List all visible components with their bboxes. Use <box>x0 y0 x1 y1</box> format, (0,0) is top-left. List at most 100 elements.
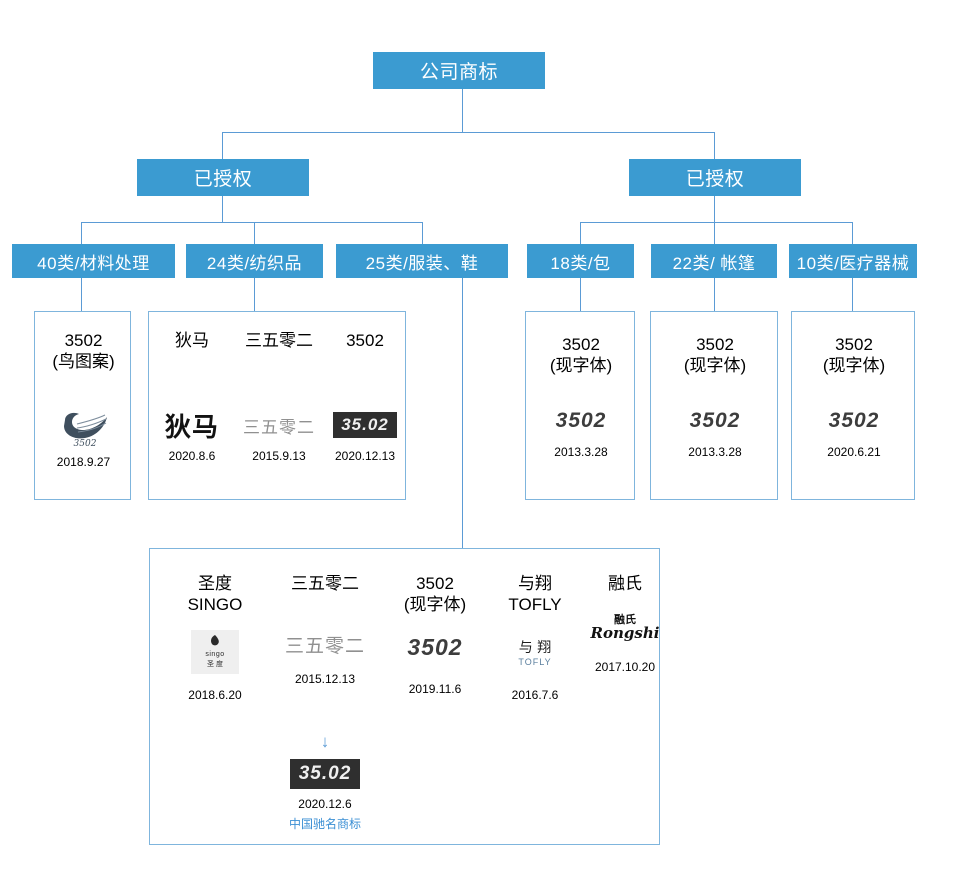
mark-date: 2016.7.6 <box>511 687 559 702</box>
class-box-24[interactable]: 24类/纺织品 <box>186 244 323 278</box>
3502-wordmark-logo: 3502 <box>526 403 636 439</box>
mark-sanwulinger-24[interactable]: 三五零二 三五零二 2015.9.13 <box>235 330 323 463</box>
rongshi-rom-text: Rongshi <box>590 623 660 642</box>
3502-wordmark-logo: 3502 <box>651 403 779 439</box>
mark-title: 与翔 TOFLY <box>508 574 562 615</box>
singo-logo-art: singo 圣 度 <box>191 629 239 674</box>
mark-date: 2020.12.6 <box>298 797 352 811</box>
mark-date: 2013.3.28 <box>554 444 608 459</box>
mark-singo[interactable]: 圣度 SINGO singo 圣 度 2018.6.20 <box>160 573 270 702</box>
singo-logo: singo 圣 度 <box>160 628 270 676</box>
connector-right-bus <box>580 222 852 223</box>
mark-title: 狄马 <box>175 331 209 350</box>
3502-wordmark-text: 3502 <box>828 408 880 432</box>
connector-branch-right-down <box>714 132 715 160</box>
class-box-22[interactable]: 22类/ 帐篷 <box>651 244 777 278</box>
connector-left-bus-down <box>222 196 223 222</box>
3502-wordmark-text: 3502 <box>407 634 463 660</box>
mark-title: 3502 (现字体) <box>683 335 747 376</box>
tofly-logo: 与 翔 TOFLY <box>490 628 580 676</box>
connector-c22-card <box>714 278 715 311</box>
card-class-10: 3502 (现字体) 3502 2020.6.21 <box>791 311 915 500</box>
connector-c18-down <box>580 222 581 244</box>
3502-badge-logo: 35.02 <box>270 757 380 791</box>
mark-title: 圣度 SINGO <box>187 574 243 615</box>
mark-sanwulinger-25[interactable]: 三五零二 三五零二 2015.12.13 <box>270 573 380 686</box>
connector-level1-horizontal <box>222 132 714 133</box>
mark-3502-badge-24[interactable]: 3502 35.02 2020.12.13 <box>323 330 407 463</box>
3502-badge-text: 35.02 <box>290 759 360 789</box>
3502-wordmark-logo: 3502 <box>792 403 916 439</box>
node-company-trademark[interactable]: 公司商标 <box>373 52 545 89</box>
bird-feather-3502-logo: 3502 <box>35 405 132 451</box>
sanwulinger-logo: 三五零二 <box>235 403 323 447</box>
dima-cjk-logo: 狄马 <box>149 403 235 447</box>
class-box-25[interactable]: 25类/服装、鞋 <box>336 244 508 278</box>
connector-root-down <box>462 88 463 132</box>
sanwulinger-logo-text: 三五零二 <box>284 634 365 657</box>
mark-title: 3502 (现字体) <box>403 574 467 615</box>
class-box-24-label: 24类/纺织品 <box>206 253 303 273</box>
connector-c40-down <box>81 222 82 244</box>
class-box-10-label: 10类/医疗器械 <box>796 253 910 273</box>
bird-logo-text: 3502 <box>73 439 96 448</box>
mark-3502-bird[interactable]: 3502 (鸟图案) 3502 2018.9.27 <box>35 330 132 469</box>
mark-title: 三五零二 <box>291 574 359 593</box>
connector-c25-bottom-card <box>462 278 463 548</box>
connector-c24-card <box>254 278 255 311</box>
mark-title: 3502 (鸟图案) <box>52 331 115 372</box>
mark-date: 2019.11.6 <box>408 681 462 696</box>
rongshi-logo: 融氏 Rongshi <box>580 602 670 650</box>
class-box-25-label: 25类/服装、鞋 <box>365 253 479 273</box>
3502-badge-text: 35.02 <box>333 412 397 439</box>
mark-date: 2015.12.13 <box>294 672 356 687</box>
mark-title: 3502 (现字体) <box>822 335 886 376</box>
card-class-25: 圣度 SINGO singo 圣 度 2018.6.20 三五零二 三五零二 2… <box>149 548 660 845</box>
3502-wordmark-logo: 3502 <box>380 624 490 672</box>
rongshi-cjk-text: 融氏 <box>614 612 636 626</box>
connector-c40-card <box>81 278 82 311</box>
3502-wordmark-text: 3502 <box>555 408 607 432</box>
successor-arrow-icon: ↓ <box>270 732 380 752</box>
mark-tofly[interactable]: 与翔 TOFLY 与 翔 TOFLY 2016.7.6 <box>490 573 580 702</box>
tofly-cjk-text: 与 翔 <box>518 639 552 656</box>
mark-rongshi[interactable]: 融氏 融氏 Rongshi 2017.10.20 <box>580 573 670 674</box>
class-box-40-label: 40类/材料处理 <box>37 253 150 273</box>
connector-c10-card <box>852 278 853 311</box>
connector-right-bus-down <box>714 196 715 222</box>
connector-left-bus <box>81 222 422 223</box>
connector-branch-left-down <box>222 132 223 160</box>
singo-glyph-icon <box>211 635 219 646</box>
mark-date: 2020.12.13 <box>334 449 396 464</box>
connector-c25-down <box>422 222 423 244</box>
mark-date: 2018.6.20 <box>188 687 242 702</box>
mark-3502-wordmark-18[interactable]: 3502 (现字体) 3502 2013.3.28 <box>526 334 636 459</box>
mark-date: 2017.10.20 <box>594 660 656 675</box>
class-box-40[interactable]: 40类/材料处理 <box>12 244 175 278</box>
mark-date: 2015.9.13 <box>252 449 306 464</box>
card-class-40: 3502 (鸟图案) 3502 2018.9.27 <box>34 311 131 500</box>
mark-title: 三五零二 <box>245 331 313 350</box>
mark-3502-wordmark-22[interactable]: 3502 (现字体) 3502 2013.3.28 <box>651 334 779 459</box>
famous-trademark-label: 中国驰名商标 <box>288 817 361 831</box>
node-authorized-right-label: 已授权 <box>685 169 745 190</box>
connector-c24-down <box>254 222 255 244</box>
connector-c18-card <box>580 278 581 311</box>
mark-3502-wordmark-10[interactable]: 3502 (现字体) 3502 2020.6.21 <box>792 334 916 459</box>
class-box-18[interactable]: 18类/包 <box>527 244 634 278</box>
mark-dima[interactable]: 狄马 狄马 2020.8.6 <box>149 330 235 463</box>
mark-date: 2013.3.28 <box>688 444 742 459</box>
node-authorized-right[interactable]: 已授权 <box>629 159 801 196</box>
mark-3502-wordmark-25[interactable]: 3502 (现字体) 3502 2019.11.6 <box>380 573 490 696</box>
node-authorized-left[interactable]: 已授权 <box>137 159 309 196</box>
3502-wordmark-text: 3502 <box>689 408 741 432</box>
class-box-10[interactable]: 10类/医疗器械 <box>789 244 917 278</box>
bird-feather-icon: 3502 <box>63 412 107 448</box>
singo-cjk-text: 圣 度 <box>207 661 223 668</box>
successor-arrow-glyph: ↓ <box>320 732 330 751</box>
3502-badge-logo: 35.02 <box>323 403 407 447</box>
mark-3502-badge-25[interactable]: 35.02 2020.12.6 中国驰名商标 <box>270 757 380 832</box>
card-class-22: 3502 (现字体) 3502 2013.3.28 <box>650 311 778 500</box>
mark-date: 2018.9.27 <box>56 454 111 469</box>
mark-title: 3502 (现字体) <box>549 335 613 376</box>
